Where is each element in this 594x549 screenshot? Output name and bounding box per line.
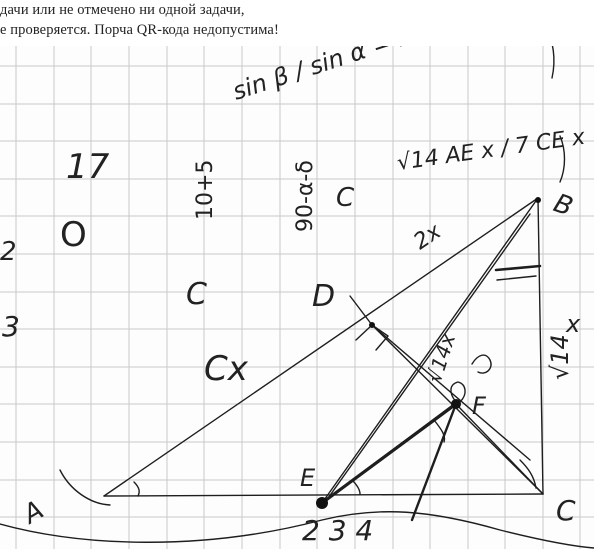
point-d <box>369 322 375 328</box>
label-f: F <box>472 392 487 420</box>
letter-d: D <box>312 279 335 314</box>
letter-c: C <box>186 277 207 312</box>
vert-10-plus-5: 10+5 <box>193 160 218 220</box>
label-x: x <box>565 310 581 338</box>
label-c: C <box>556 494 576 527</box>
formula-ratio: √14 AE x / 7 CE x <box>395 125 587 176</box>
side-ab <box>103 197 539 497</box>
bottom-numbers: 2 3 4 <box>302 514 373 547</box>
point-b <box>535 197 541 203</box>
cevian-e-b <box>321 197 539 504</box>
sqrt14-right: √14 <box>546 334 574 380</box>
vert-90-minus: 90-α-δ <box>293 160 318 232</box>
label-2x: 2x <box>409 219 446 255</box>
letter-o: O <box>60 215 87 255</box>
segment-f4 <box>410 402 458 522</box>
header-line-1: дачи или не отмечено ни одной задачи, <box>0 2 245 18</box>
segment-dc <box>371 324 544 495</box>
digit-2: 2 <box>0 237 17 267</box>
side-ac <box>103 493 544 497</box>
printed-header: дачи или не отмечено ни одной задачи, е … <box>0 0 594 46</box>
point-e <box>316 497 328 509</box>
point-f <box>451 399 461 409</box>
arc-bottom <box>0 511 594 549</box>
sqrt14x-mid: √14x <box>422 330 460 385</box>
num-17: 17 <box>66 147 110 187</box>
segment-fc <box>455 403 544 495</box>
header-line-2: е проверяется. Порча QR-кода недопустима… <box>0 22 279 38</box>
right-angle-mark <box>355 324 389 351</box>
label-e: E <box>300 464 316 492</box>
digit-3: 3 <box>2 310 20 343</box>
label-c-left: C <box>336 183 355 213</box>
label-b: B <box>550 188 577 222</box>
label-a: A <box>17 495 49 531</box>
side-bc <box>537 197 544 495</box>
cevian-e-b-2 <box>325 213 531 502</box>
big-c-x: Cx <box>204 349 249 389</box>
